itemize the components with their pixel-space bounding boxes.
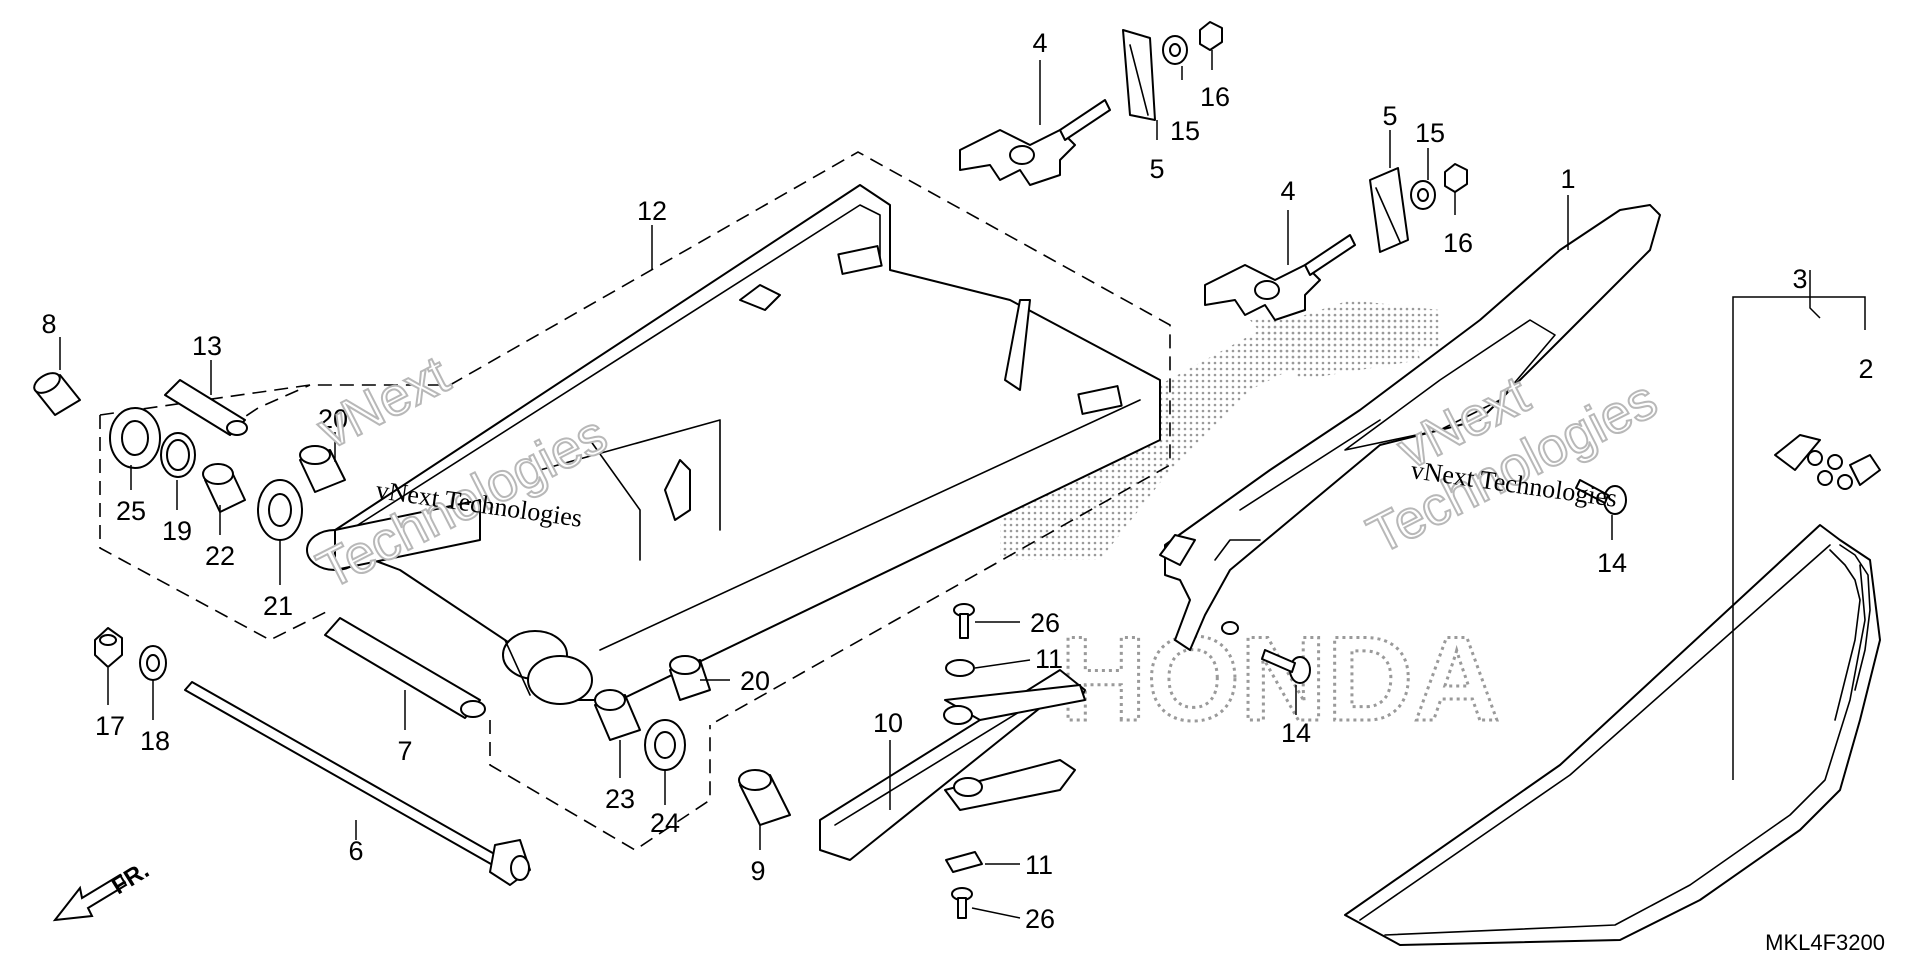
callout-6: 6	[348, 836, 363, 866]
nut-11-upper[interactable]	[945, 659, 975, 677]
callout-13: 13	[192, 331, 222, 361]
bearing-25[interactable]	[109, 407, 161, 469]
nut-11-lower[interactable]	[945, 851, 983, 873]
callout-26-upper: 26	[1030, 608, 1060, 638]
watermark-large-left-1: vNext	[308, 345, 458, 461]
adjuster-plate-5-upper[interactable]	[1122, 29, 1156, 121]
callout-4-upper: 4	[1032, 28, 1047, 58]
callout-24: 24	[650, 808, 680, 838]
pivot-collar-7[interactable]	[324, 617, 486, 719]
nut-17[interactable]	[94, 627, 123, 668]
callout-15-upper: 15	[1170, 116, 1200, 146]
circlip-19[interactable]	[160, 432, 196, 478]
bushing-20-upper[interactable]	[299, 445, 346, 493]
brand-logo-stipple: HONDA	[1000, 300, 1501, 748]
callout-22: 22	[205, 541, 235, 571]
nut-16-upper[interactable]	[1199, 21, 1223, 51]
drive-chain-3[interactable]	[1344, 524, 1881, 946]
callout-20-upper: 20	[318, 404, 348, 434]
nut-16-lower[interactable]	[1444, 163, 1468, 193]
needle-bearing-22[interactable]	[202, 463, 246, 513]
callout-16-lower: 16	[1443, 228, 1473, 258]
bushing-9[interactable]	[738, 769, 791, 826]
bushing-8[interactable]	[31, 369, 81, 416]
screw-26-lower[interactable]	[951, 887, 973, 919]
bearing-24[interactable]	[644, 719, 686, 771]
nut-15-upper[interactable]	[1162, 35, 1188, 65]
callout-numbers: 8 13 12 20 25 19 22 21 17 18 7 6 20 23 2…	[41, 28, 1873, 934]
callout-5-lower: 5	[1382, 101, 1397, 131]
callout-1: 1	[1560, 164, 1575, 194]
adjuster-plate-5-lower[interactable]	[1369, 167, 1409, 253]
needle-bearing-23[interactable]	[594, 689, 641, 741]
front-label: FR.	[107, 857, 154, 900]
callout-26-lower: 26	[1025, 904, 1055, 934]
callout-11-upper: 11	[1035, 644, 1063, 674]
collar-13[interactable]	[164, 379, 248, 436]
screw-26-upper[interactable]	[953, 603, 975, 639]
callout-19: 19	[162, 516, 192, 546]
callout-14-lower: 14	[1281, 718, 1311, 748]
brand-mark-text: HONDA	[1060, 612, 1500, 746]
chain-adjuster-4-upper[interactable]	[959, 99, 1111, 186]
callout-16-upper: 16	[1200, 82, 1230, 112]
bushing-20-lower[interactable]	[669, 655, 711, 701]
callout-14-upper: 14	[1597, 548, 1627, 578]
front-direction-indicator: FR.	[52, 857, 154, 922]
callout-17: 17	[95, 711, 125, 741]
callout-5-upper: 5	[1149, 154, 1164, 184]
bearing-21[interactable]	[257, 479, 303, 541]
bolt-14-upper[interactable]	[1575, 479, 1627, 515]
callout-9: 9	[750, 856, 765, 886]
chain-adjuster-4-lower[interactable]	[1204, 234, 1356, 321]
nut-15-lower[interactable]	[1410, 180, 1436, 210]
callout-7: 7	[397, 736, 412, 766]
callout-8: 8	[41, 309, 56, 339]
callout-12: 12	[637, 196, 667, 226]
callout-4-lower: 4	[1280, 176, 1295, 206]
pivot-bolt-6[interactable]	[184, 681, 531, 886]
washer-18[interactable]	[139, 645, 167, 681]
callout-23: 23	[605, 784, 635, 814]
callout-15-lower: 15	[1415, 118, 1445, 148]
chain-slider-10[interactable]	[819, 669, 1086, 861]
callout-21: 21	[263, 591, 293, 621]
front-arrow-icon	[52, 873, 128, 922]
master-link-2[interactable]	[1774, 434, 1881, 490]
callout-18: 18	[140, 726, 170, 756]
bolt-14-lower[interactable]	[1261, 649, 1311, 684]
swingarm[interactable]	[306, 184, 1161, 705]
callout-11-lower: 11	[1025, 850, 1053, 880]
callout-2: 2	[1858, 354, 1873, 384]
chain-case-1[interactable]	[1159, 204, 1661, 651]
catalog-code: MKL4F3200	[1765, 930, 1885, 955]
callout-20-lower: 20	[740, 666, 770, 696]
callout-10: 10	[873, 708, 903, 738]
callout-3: 3	[1792, 264, 1807, 294]
callout-25: 25	[116, 496, 146, 526]
leader-lines	[59, 50, 1866, 919]
